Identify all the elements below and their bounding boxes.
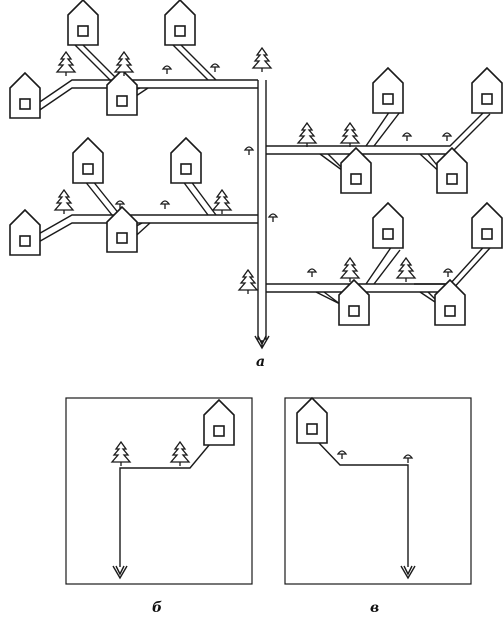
mushroom-icon <box>443 268 453 278</box>
figure-b-frame <box>65 397 253 585</box>
house-icon <box>340 147 372 194</box>
house-icon <box>72 137 104 184</box>
arrow-down-icon <box>254 335 270 350</box>
arrow-down-icon <box>112 565 128 580</box>
house-icon <box>106 69 138 116</box>
tree-icon <box>111 441 131 467</box>
road-middle-left <box>27 214 258 249</box>
tree-icon <box>170 441 190 467</box>
mushroom-icon <box>403 454 413 464</box>
label-a: а <box>256 354 265 370</box>
house-icon <box>434 279 466 326</box>
arrow-down-icon <box>400 565 416 580</box>
road-upper-left <box>27 79 258 119</box>
houses-figure-a <box>9 0 503 326</box>
figure-a-network <box>27 41 491 350</box>
mushroom-icon <box>210 63 220 73</box>
mushroom-icon <box>402 132 412 142</box>
mushroom-icon <box>442 132 452 142</box>
house-icon <box>372 202 404 249</box>
tree-icon <box>396 257 416 283</box>
house-icon <box>9 72 41 119</box>
house-icon <box>471 202 503 249</box>
tree-icon <box>212 189 232 215</box>
label-b: б <box>152 600 162 616</box>
house-icon <box>203 399 235 446</box>
main-trunk <box>257 80 267 340</box>
tree-icon <box>252 47 272 73</box>
mushroom-icon <box>307 268 317 278</box>
house-icon <box>164 0 196 46</box>
mushroom-icon <box>162 65 172 75</box>
mushroom-icon <box>160 200 170 210</box>
mushroom-icon <box>337 450 347 460</box>
house-icon <box>338 279 370 326</box>
house-icon <box>9 209 41 256</box>
house-icon <box>170 137 202 184</box>
tree-icon <box>56 51 76 77</box>
tree-icon <box>54 189 74 215</box>
figure-b-path <box>112 443 211 580</box>
mushroom-icon <box>244 146 254 156</box>
tree-icon <box>238 269 258 295</box>
tree-icon <box>114 51 134 77</box>
house-icon <box>296 397 328 444</box>
house-icon <box>67 0 99 46</box>
figure-c-frame <box>284 397 472 585</box>
tree-icon <box>340 122 360 148</box>
house-icon <box>471 67 503 114</box>
figure-c-path <box>317 441 416 580</box>
tree-icon <box>297 122 317 148</box>
label-c: в <box>370 600 379 616</box>
tree-icon <box>340 257 360 283</box>
mushroom-icon <box>268 213 278 223</box>
house-icon <box>372 67 404 114</box>
house-icon <box>436 147 468 194</box>
